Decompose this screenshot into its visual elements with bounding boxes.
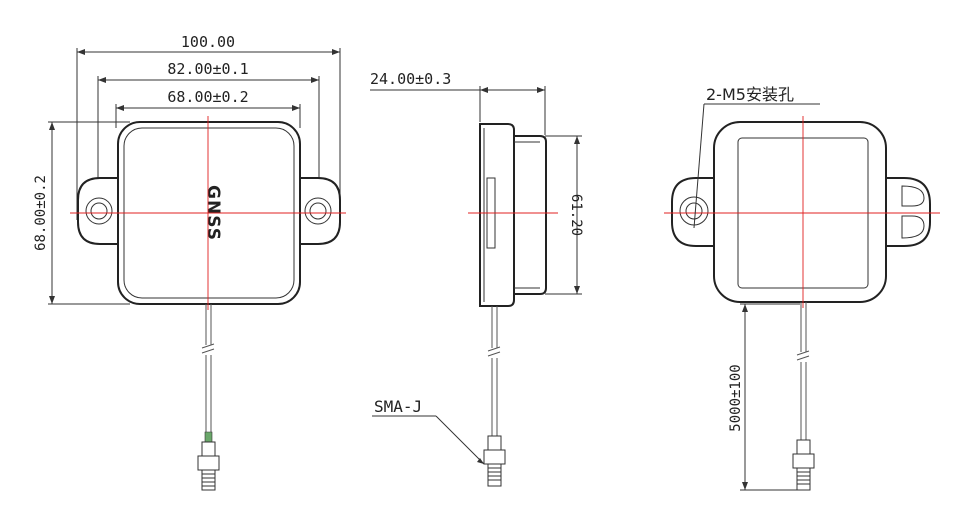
- dim-cable-length: 5000±100: [728, 303, 810, 491]
- hole-callout: 2-M5安装孔: [693, 85, 820, 229]
- back-right-slot: [901, 185, 925, 239]
- back-sma-connector: [792, 439, 815, 491]
- dim-total-width-text: 100.00: [181, 33, 235, 51]
- hole-label: 2-M5安装孔: [706, 85, 794, 104]
- dim-hole-spacing-text: 82.00±0.1: [167, 60, 248, 78]
- side-view: 24.00±0.3 61.20: [370, 70, 584, 487]
- right-mounting-ear: [295, 177, 341, 245]
- dim-thickness-text: 24.00±0.3: [370, 70, 451, 88]
- right-mounting-hole: [304, 197, 332, 225]
- connector-label: SMA-J: [374, 397, 422, 416]
- dim-body-width: 68.00±0.2: [115, 88, 301, 128]
- dim-total-width: 100.00: [76, 33, 341, 220]
- left-mounting-ear: [77, 177, 123, 245]
- connector-callout: SMA-J: [372, 397, 485, 465]
- back-housing: [713, 121, 887, 303]
- front-view: 100.00 82.00±0.1 68.00±0.2 68.00±0.2: [33, 33, 346, 491]
- side-radome: [513, 135, 547, 295]
- dim-cable-length-text: 5000±100: [728, 364, 744, 431]
- front-cable: [201, 304, 215, 443]
- front-sma-connector: [197, 441, 220, 491]
- side-housing-profile: [479, 123, 515, 307]
- left-mounting-hole: [85, 197, 113, 225]
- dim-side-height-text: 61.20: [568, 194, 584, 236]
- side-cable: [487, 306, 501, 436]
- side-sma-connector: [483, 435, 506, 487]
- dim-thickness: 24.00±0.3: [370, 70, 546, 135]
- dim-body-height: 68.00±0.2: [33, 121, 130, 305]
- back-view: 2-M5安装孔 5000±100: [664, 85, 940, 491]
- dim-body-width-text: 68.00±0.2: [167, 88, 248, 106]
- dim-body-height-text: 68.00±0.2: [33, 175, 49, 251]
- back-cable: [796, 302, 810, 440]
- back-right-ear: [881, 177, 931, 247]
- dim-side-height: 61.20: [545, 135, 584, 295]
